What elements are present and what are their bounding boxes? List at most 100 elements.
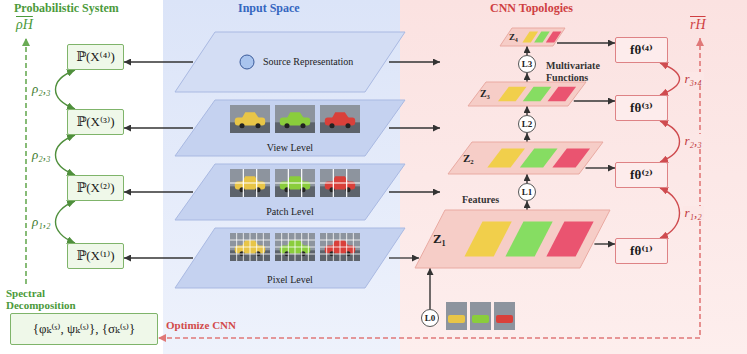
feature-patch [523,87,552,101]
relation-label: ρ₁,₂ [30,215,53,230]
photo-background [320,233,360,261]
connector [586,167,616,168]
layer-label: L3 [522,59,533,69]
edge-label-holder: r₃,₄ [683,72,704,87]
car-image [320,169,360,197]
grid-line [230,247,270,248]
plane-outline [175,228,405,288]
level-label: View Level [267,142,313,154]
step-label: Spectral Decomposition [6,287,94,311]
distribution-label: ℙ(X⁽⁴⁾) [76,50,115,65]
car-image [320,105,360,133]
connector [124,191,193,192]
distribution-label: ℙ(X⁽¹⁾) [76,249,114,264]
connector [526,133,527,142]
photo-background [275,233,315,261]
feature-plane: Z₃ [468,82,586,106]
feature-patch [505,222,552,257]
function-label: fθ⁽¹⁾ [630,244,653,259]
layer-label: L1 [522,187,533,197]
edge-label-holder: r₁,₂ [683,206,704,221]
feature-patch [546,222,593,257]
label-holder: Input Space [238,2,300,16]
grid-line [320,240,360,241]
car-body [496,315,513,323]
connector [429,268,430,309]
car-cabin [332,112,349,118]
photo-background [446,302,467,330]
photo-background [494,302,515,330]
plane-outline [175,164,405,220]
relation-label: r₂,₃ [683,134,704,149]
step-label: Optimize CNN [166,319,236,332]
input-arrow [389,61,440,62]
grid-line [230,254,270,255]
label-holder: ρH [16,17,33,33]
wheel [345,123,350,128]
feature-patch [465,222,512,257]
car-image [275,169,315,197]
input-plane: Patch Level [175,164,405,220]
car-body [472,315,489,323]
grid-line [320,247,360,248]
connector [660,63,680,95]
layer-circle: L3 [518,55,536,73]
probability-box: ℙ(X⁽⁴⁾) [67,44,124,70]
connector [660,121,680,162]
input-arrow [389,127,440,128]
connector [56,70,76,109]
function-box: fθ⁽⁴⁾ [615,37,668,63]
decomposition-box: {φₖ⁽ˢ⁾, ψₖ⁽ˢ⁾}, {σₖ⁽ˢ⁾} [10,313,158,345]
feature-label: Z₂ [463,152,474,165]
car-body [325,118,355,126]
level-label: Pixel Level [267,274,313,286]
connector [526,174,527,183]
feature-plane-outline [500,28,565,46]
connector [557,42,615,43]
function-box: fθ⁽³⁾ [615,95,668,121]
connector [526,106,527,115]
column-title: Input Space [238,2,300,16]
annotation: Multivariate Functions [546,60,612,84]
feature-patch [487,148,525,167]
label-holder: Spectral Decomposition [6,287,94,311]
dashed-arrow [25,38,27,284]
car-body [448,315,465,323]
cnn-panel [400,0,747,354]
function-label: fθ⁽³⁾ [630,101,653,116]
connector [124,61,193,62]
connector [660,188,680,238]
feature-patch [552,148,590,167]
connector [594,243,615,244]
photo-background [320,169,360,197]
car-image [275,233,315,261]
probability-box: ℙ(X⁽¹⁾) [67,243,124,269]
probability-box: ℙ(X⁽³⁾) [67,109,124,135]
input-arrow [389,191,440,192]
label-holder: Features [462,194,499,206]
feature-patch [548,87,577,101]
distribution-label: ℙ(X⁽³⁾) [76,115,114,130]
car-body [280,118,310,126]
level-label: Patch Level [266,206,313,218]
relation-label: r₃,₄ [683,72,704,87]
photo-background [470,302,491,330]
plane-outline [175,32,405,92]
grid-line [275,240,315,241]
source-point [240,55,254,69]
car-image [320,233,360,261]
feature-plane: Z₁ [415,210,610,268]
function-box: fθ⁽²⁾ [615,162,668,188]
grid-line [230,182,270,183]
feature-plane: Z₂ [448,142,603,174]
label-holder: Probabilistic System [14,2,119,16]
label-holder: Optimize CNN [166,319,236,332]
connector [124,127,193,128]
car-body [235,118,265,126]
edge-label-holder: r₂,₃ [683,134,704,149]
grid-line [275,247,315,248]
photo-background [230,105,270,133]
grid-line [275,182,315,183]
layer-circle: L1 [518,183,536,201]
